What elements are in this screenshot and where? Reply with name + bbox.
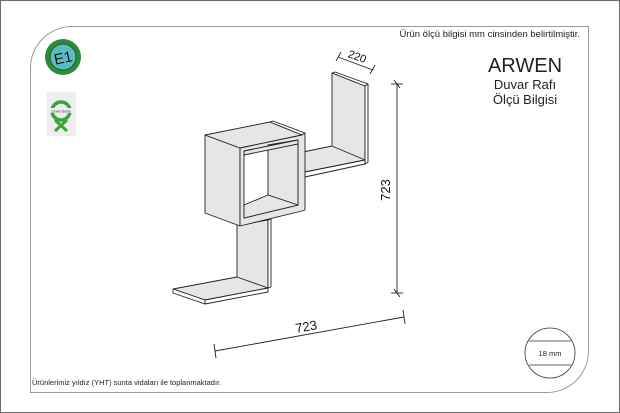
width-label: 723 — [294, 317, 318, 336]
info-panel — [30, 26, 589, 393]
product-name: ARWEN — [487, 55, 563, 77]
depth-dimension — [335, 51, 376, 75]
thickness-indicator — [524, 327, 576, 379]
shelf-illustration — [172, 71, 369, 305]
eco-friendly-icon: Çevre Dostu — [47, 92, 76, 136]
e1-label: E1 — [53, 48, 74, 68]
product-title-block: ARWEN Duvar Rafı Ölçü Bilgisi — [470, 55, 580, 107]
eco-label: Çevre Dostu — [51, 110, 71, 114]
width-dimension — [213, 309, 406, 359]
assembly-note: Ürünlerimiz yıldız (YHT) sunta vidaları … — [32, 378, 222, 387]
height-dimension — [391, 79, 403, 298]
height-label: 723 — [378, 179, 393, 201]
unit-note: Ürün ölçü bilgisi mm cinsinden belirtilm… — [399, 29, 580, 40]
thickness-label: 18 mm — [539, 349, 562, 358]
e1-badge-icon: E1 — [45, 39, 81, 75]
product-subtitle: Ölçü Bilgisi — [492, 92, 558, 107]
product-type: Duvar Rafı — [493, 77, 557, 92]
depth-label: 220 — [346, 48, 367, 66]
